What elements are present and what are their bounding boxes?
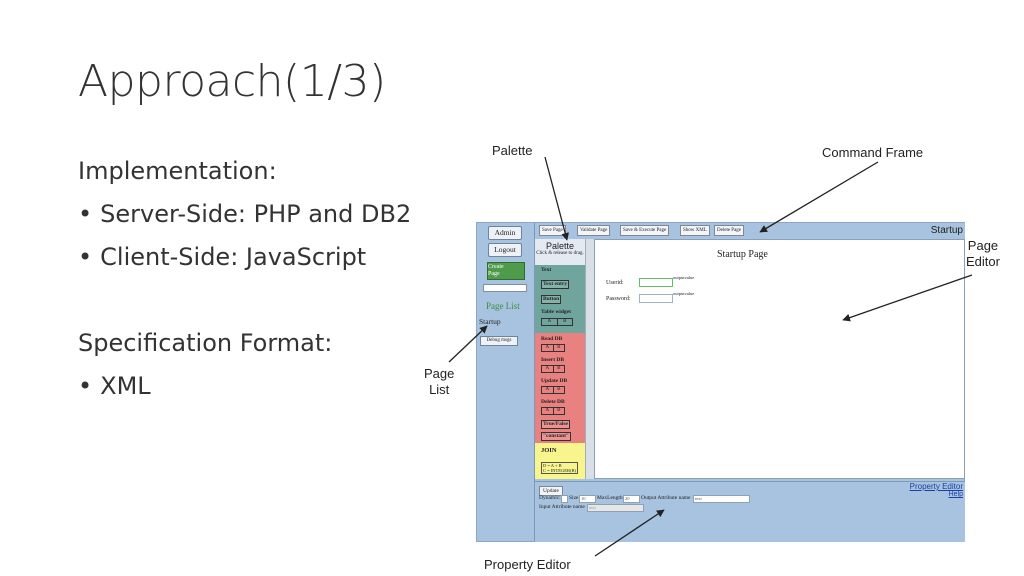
callout-page-list-line-1: Page [424,366,455,381]
ab-a: A [545,387,550,392]
ab-b: B [552,408,565,414]
palette-item-table-widget[interactable]: Table widget [541,309,571,315]
implementation-heading: Implementation: [78,157,277,185]
join-expression-2: C = INTEGER(B) [543,468,577,473]
debug-msgs-button[interactable]: Debug msgs [480,336,518,346]
dynamic-label: Dynamic: [539,495,561,501]
output-attribute-label: Output Attribute name [641,495,691,501]
create-page-button[interactable]: Create Page [487,262,525,280]
bullet-xml-text: XML [100,372,151,400]
userid-label: Userid: [606,280,624,286]
palette-item-button[interactable]: Button [541,295,562,304]
palette-join-section: JOIN D = A + B C = INTEGER(B) [535,443,585,479]
bullet-server-side: Server-Side: PHP and DB2 [78,200,411,228]
current-page-label: Startup [930,225,963,236]
password-label: Password: [606,296,631,302]
ab-a: A [545,366,550,371]
palette-item-constant[interactable]: "constant" [541,432,571,441]
app-screenshot: Admin Logout Create Page Page List Start… [476,222,965,542]
userid-output-value: outputvalue [673,275,695,280]
save-page-button[interactable]: Save Page [539,225,566,236]
create-page-label-1: Create [488,264,504,270]
palette-scrollbar[interactable] [585,239,594,479]
input-attribute-input[interactable]: text [587,504,644,512]
page-editor[interactable]: Startup Page Userid: outputvalue Passwor… [594,239,965,479]
bullet-client-text: Client-Side: JavaScript [100,243,367,271]
password-input[interactable] [639,294,673,303]
bullet-xml: XML [78,372,151,400]
callout-page-list-line-2: List [429,382,450,397]
palette-header: Palette Click & release to drag. [535,239,585,263]
callout-palette: Palette [492,143,533,158]
logout-button[interactable]: Logout [488,243,522,257]
palette-title: Palette [545,241,575,251]
palette-item-join[interactable]: JOIN [541,447,557,454]
callout-command-frame: Command Frame [822,145,924,160]
size-label: Size [569,495,579,501]
show-xml-button[interactable]: Show XML [680,225,710,236]
command-frame: Save Page Validate Page Save & Execute P… [535,223,965,239]
new-page-name-input[interactable] [483,284,527,292]
password-output-value: outputvalue [673,291,695,296]
palette-item-insert-db[interactable]: Insert DB [541,357,565,363]
delete-page-button[interactable]: Delete Page [714,225,745,236]
output-attribute-input[interactable]: text [693,495,750,503]
bullet-client-side: Client-Side: JavaScript [78,243,366,271]
page-list-heading: Page List [486,301,520,311]
palette-item-update-db[interactable]: Update DB [541,378,568,384]
create-page-label-2: Page [488,271,500,277]
maxlength-label: MaxLength [597,495,623,501]
size-input[interactable]: 10 [579,495,596,503]
palette-item-true-false[interactable]: True/False [541,420,570,429]
join-expressions: D = A + B C = INTEGER(B) [541,462,579,474]
property-editor-panel: Update Property Editor Help Dynamic: Siz… [535,481,965,542]
join-expression-1: D = A + B [543,463,562,468]
property-editor-link[interactable]: Property Editor [909,482,963,491]
palette-item-text[interactable]: Text [541,267,552,273]
callout-page-list: Page List [424,366,454,398]
userid-input[interactable] [639,278,673,287]
palette-item-text-entry[interactable]: Text entry [541,280,570,289]
spec-format-heading: Specification Format: [78,329,333,357]
editor-page-title: Startup Page [717,249,768,260]
slide-title: Approach(1/3) [78,56,386,107]
ab-b: B [556,319,573,325]
help-link[interactable]: Help [948,491,963,498]
palette-item-read-db[interactable]: Read DB [541,336,563,342]
callout-page-editor: Page Editor [966,238,1000,270]
ab-b: B [552,345,565,351]
input-attribute-label: Input Attribute name [539,504,585,510]
ab-b: B [552,387,565,393]
palette-hint: Click & release to drag. [536,251,584,256]
save-execute-page-button[interactable]: Save & Execute Page [620,225,670,236]
validate-page-button[interactable]: Validate Page [577,225,611,236]
callout-page-editor-line-2: Editor [966,254,1000,269]
ab-a: A [547,319,552,324]
page-list-item-startup[interactable]: Startup [479,317,501,326]
update-button[interactable]: Update [539,486,563,496]
maxlength-input[interactable]: 20 [623,495,640,503]
ab-b: B [552,366,565,372]
ab-a: A [545,345,550,350]
callout-property-editor: Property Editor [484,557,571,572]
ab-a: A [545,408,550,413]
left-nav-panel: Admin Logout Create Page Page List Start… [477,223,535,541]
palette-item-delete-db[interactable]: Delete DB [541,399,565,405]
admin-button[interactable]: Admin [488,226,522,240]
palette-panel: Palette Click & release to drag. Text Te… [535,239,585,479]
bullet-server-text: Server-Side: PHP and DB2 [100,200,412,228]
callout-page-editor-line-1: Page [967,238,999,253]
dynamic-checkbox[interactable] [561,495,568,503]
